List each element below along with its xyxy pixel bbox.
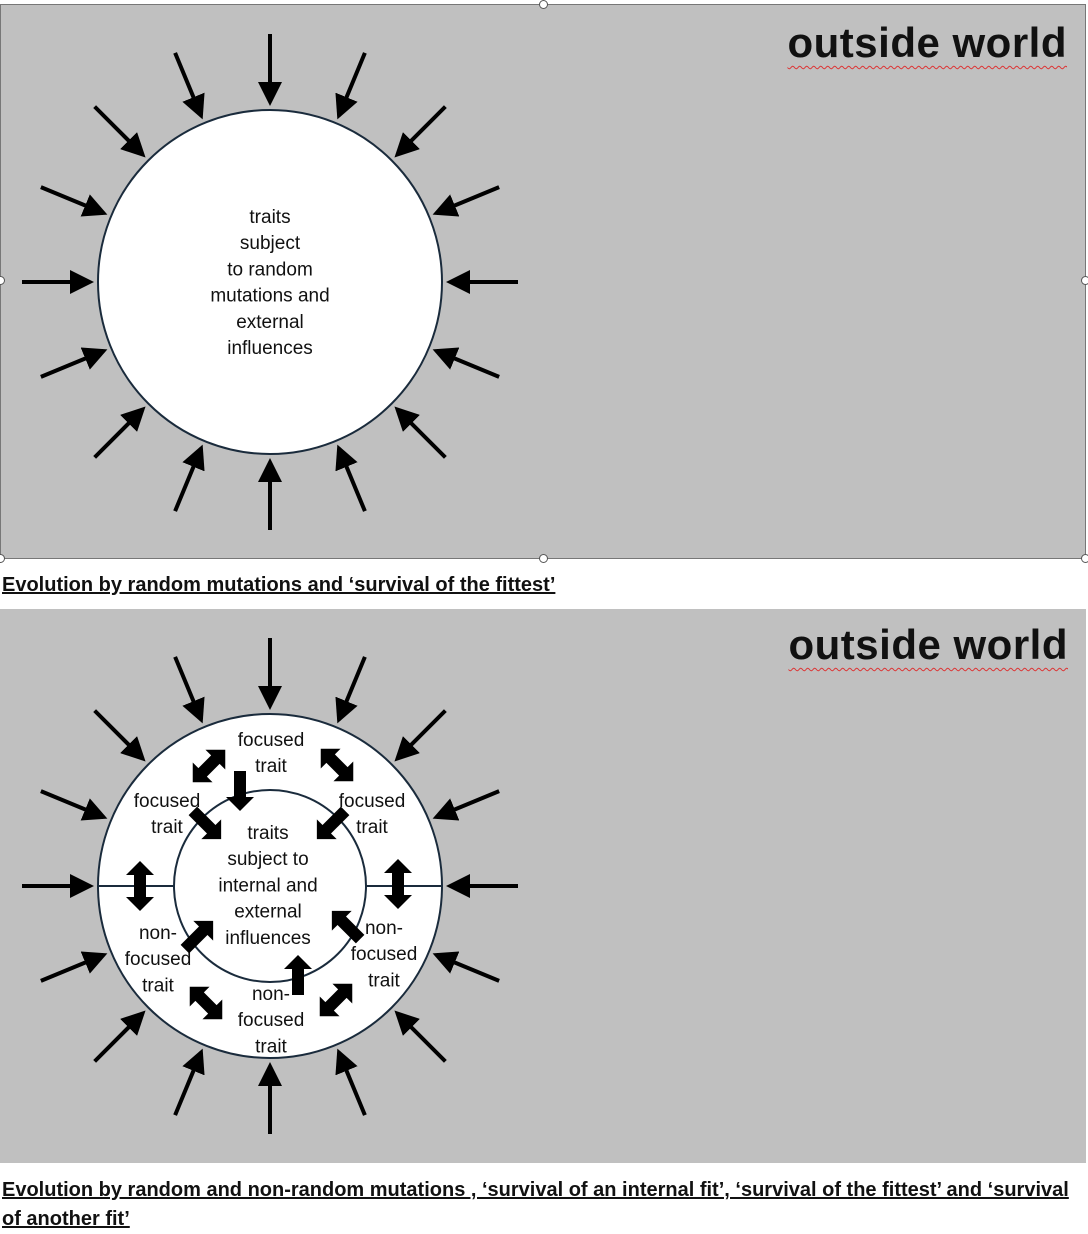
arrow-icon <box>40 789 108 821</box>
double-arrow-icon <box>126 861 154 911</box>
double-arrow-icon <box>189 986 223 1020</box>
caption-top: Evolution by random mutations and ‘survi… <box>2 574 556 596</box>
selection-handle[interactable] <box>0 554 5 563</box>
arrow-icon <box>173 52 205 120</box>
arrow-icon <box>432 789 500 821</box>
double-arrow-icon <box>319 983 353 1017</box>
double-arrow-icon <box>192 749 226 783</box>
arrow-icon <box>335 656 367 724</box>
arrow-icon <box>432 185 500 217</box>
selection-handle[interactable] <box>0 276 5 285</box>
caption-bottom: Evolution by random and non-random mutat… <box>2 1179 1069 1230</box>
arrow-icon <box>93 1010 146 1063</box>
selection-handle[interactable] <box>539 0 548 9</box>
arrow-icon <box>188 806 222 840</box>
traits-circle <box>97 109 443 455</box>
arrow-icon <box>394 709 447 762</box>
double-arrow-icon <box>320 748 354 782</box>
arrow-icon <box>40 951 108 983</box>
arrow-icon <box>335 52 367 120</box>
arrow-icon <box>432 347 500 379</box>
arrow-icon <box>180 920 214 954</box>
arrow-icon <box>40 347 108 379</box>
arrow-icon <box>173 656 205 724</box>
arrow-icon <box>226 771 254 811</box>
selection-handle[interactable] <box>1081 554 1088 563</box>
selection-handle[interactable] <box>539 554 548 563</box>
arrow-icon <box>173 1048 205 1116</box>
arrow-icon <box>335 444 367 512</box>
arrow-icon <box>93 709 146 762</box>
outside-world-label: outside world <box>788 621 1068 668</box>
arrow-icon <box>93 406 146 459</box>
arrow-icon <box>335 1048 367 1116</box>
arrow-icon <box>394 1010 447 1063</box>
arrow-icon <box>93 105 146 158</box>
arrow-icon <box>173 444 205 512</box>
arrow-icon <box>316 806 350 840</box>
arrow-icon <box>284 955 312 995</box>
arrow-icon <box>394 105 447 158</box>
arrow-icon <box>40 185 108 217</box>
selection-handle[interactable] <box>1081 276 1088 285</box>
arrow-icon <box>331 910 365 944</box>
arrow-icon <box>394 406 447 459</box>
arrow-icon <box>432 951 500 983</box>
double-arrow-icon <box>384 859 412 909</box>
outside-world-label: outside world <box>787 19 1067 66</box>
